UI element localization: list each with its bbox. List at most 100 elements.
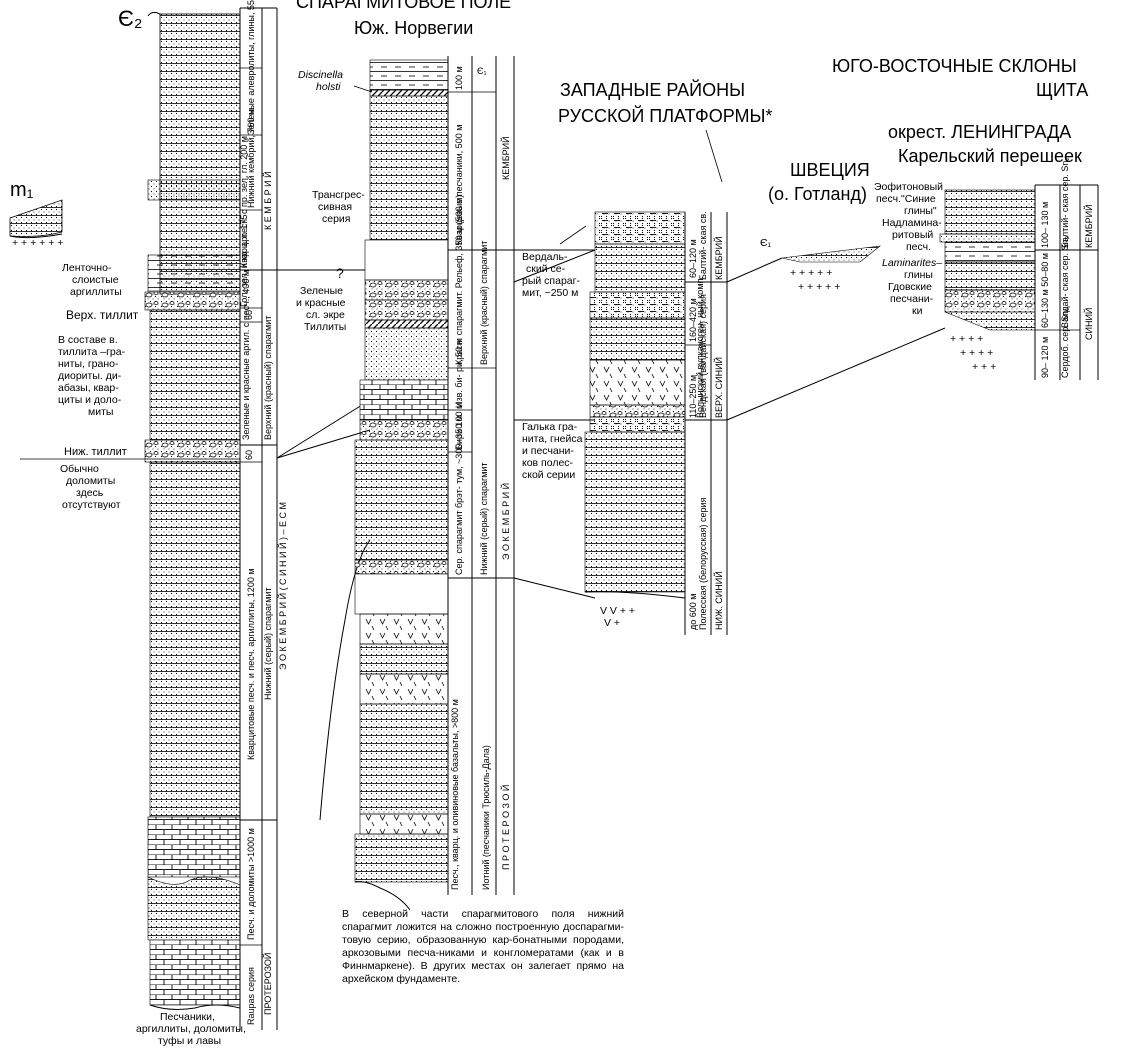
- col-len-1: 100– 130 м: [1040, 202, 1050, 248]
- col-norway-10: Нижний (серый) спарагмит: [479, 462, 489, 575]
- col-left-7: Верхний (красный) спарагмит: [263, 316, 273, 440]
- svg-text:+ + + + +: + + + + +: [798, 281, 840, 293]
- label-trans-3: серия: [322, 213, 350, 225]
- col-len-2: Балтий- ская сер. Sn₂: [1060, 157, 1070, 248]
- label-verd-3: рый спараг-: [522, 275, 580, 287]
- col-left-11: Песч. и доломиты >1000 м: [246, 828, 256, 940]
- col-left-9: Кварцитовые песч. и песч. аргиллиты, 120…: [246, 568, 256, 760]
- label-green-4: Тиллиты: [304, 321, 346, 333]
- col-norway-4: Изв. би- ри, 50 м: [454, 338, 464, 408]
- col-platform-6: Волынский вулканоген- ный комп.: [695, 276, 705, 418]
- label-bottom-3: туфы и лавы: [158, 1035, 221, 1047]
- title-len-2: Карельский перешеек: [898, 146, 1082, 166]
- biri-limestone: [360, 380, 448, 420]
- norway-column: СПАРАГМИТОВОЕ ПОЛЕ Юж. Норвегии ? 10: [296, 0, 514, 910]
- col-platform-8: Полесская (белорусская) серия: [698, 497, 708, 630]
- svg-text:V +: V +: [604, 617, 620, 629]
- svg-text:+ + + + +: + + + + +: [790, 267, 832, 279]
- left-column: Є₂ m₁ + + + + + + Зеленые алевролиты, гл…: [10, 0, 288, 1047]
- col-platform-7: до 600 м: [688, 594, 698, 630]
- title-platform-1: ЗАПАДНЫЕ РАЙОНЫ: [560, 79, 745, 100]
- label-dol-2: доломиты: [66, 475, 115, 487]
- label-lam-1: Laminarites–: [882, 257, 942, 269]
- col-norway-9: Верхний (красный) спарагмит: [479, 241, 489, 365]
- label-pebble-4: ков полес-: [522, 457, 574, 469]
- label-comp-6: циты и доло-: [58, 394, 122, 406]
- col-platform-1: 60–120 м: [688, 239, 698, 278]
- platform-column: ЗАПАДНЫЕ РАЙОНЫ РУССКОЙ ПЛАТФОРМЫ* V V +…: [522, 79, 772, 635]
- leningrad-column: ЮГО-ВОСТОЧНЫЕ СКЛОНЫ ЩИТА окрест. ЛЕНИНГ…: [832, 56, 1098, 380]
- label-pebble-2: нита, гнейса: [522, 433, 583, 445]
- col-left-13: К Е М Б Р И Й: [262, 171, 273, 230]
- title-norway-1: СПАРАГМИТОВОЕ ПОЛЕ: [296, 0, 511, 12]
- label-gdov-2: песчани-: [890, 293, 934, 305]
- label-dol-3: здесь: [76, 487, 104, 499]
- svg-text:+ + + +: + + + +: [950, 333, 983, 345]
- label-gdov-1: Гдовские: [888, 281, 932, 293]
- quartzite-layer: [150, 462, 240, 817]
- label-bottom-2: аргиллиты, доломиты,: [136, 1023, 246, 1035]
- label-comp-4: диориты. ди-: [58, 370, 122, 382]
- label-green-2: и красные: [296, 297, 346, 309]
- label-eo-1: Эофитоновый: [874, 181, 943, 193]
- m1-column: [10, 200, 62, 237]
- label-trans-1: Трансгрес-: [312, 189, 365, 201]
- col-len-7: КЕМБРИЙ: [1083, 204, 1094, 248]
- label-nad-3: песч.: [906, 241, 931, 253]
- cambrian-1-symbol-norway: Є₁: [477, 66, 487, 76]
- title-se-1: ЮГО-ВОСТОЧНЫЕ СКЛОНЫ: [832, 56, 1077, 76]
- col-left-6: Зеленые и красные аргил. с песч., 400 м: [241, 270, 251, 440]
- dolomite-layer: [148, 817, 240, 877]
- footnote-text: В северной части спарагмитового поля ниж…: [342, 908, 624, 986]
- col-left-8: 60: [244, 450, 254, 460]
- title-len-1: окрест. ЛЕНИНГРАДА: [888, 122, 1071, 142]
- label-green-1: Зеленые: [300, 285, 343, 297]
- m1-symbol: m₁: [10, 179, 34, 201]
- question-mark: ?: [336, 265, 344, 281]
- label-ribbon-2: слоистые: [72, 274, 119, 286]
- col-platform-10: ВЕРХ. СИНИЙ: [713, 357, 724, 418]
- col-norway-7: Песч., кварц. и оливиновые базальты, >80…: [450, 699, 460, 890]
- label-eo-2: песч."Синие: [876, 193, 936, 205]
- col-left-10: Нижний (серый) спарагмит: [263, 587, 273, 700]
- label-comp-5: абазы, квар-: [58, 382, 119, 394]
- label-trans-2: сивная: [318, 201, 352, 213]
- col-left-15: ПРОТЕРОЗОЙ: [262, 953, 273, 1015]
- label-comp-7: миты: [88, 406, 113, 418]
- label-comp-1: В составе в.: [58, 334, 118, 346]
- label-green-3: сл. экре: [306, 309, 345, 321]
- cambrian-2-symbol: Є₂: [118, 6, 142, 31]
- title-norway-2: Юж. Норвегии: [354, 18, 473, 38]
- label-bottom-1: Песчаники,: [160, 1011, 215, 1023]
- title-se-2: ЩИТА: [1036, 80, 1088, 100]
- upper-tillite-layer: [145, 292, 240, 310]
- svg-text:V V + +: V V + +: [600, 605, 635, 617]
- label-pebble-1: Галька гра-: [522, 421, 578, 433]
- label-nad-1: Надламина-: [882, 217, 942, 229]
- col-len-5: 90– 120 м: [1040, 337, 1050, 378]
- sweden-section: ШВЕЦИЯ (о. Готланд) Є₁ + + + + + + + + +…: [760, 160, 880, 293]
- col-left-14: Э О К Е М Б Р И Й ( С И Н И Й ) – Е С М: [277, 502, 288, 670]
- label-eo-3: глины": [904, 205, 937, 217]
- label-discinella-1: Discinella: [298, 69, 343, 81]
- label-pebble-3: и песчани-: [522, 445, 574, 457]
- col-norway-11: Э О К Е М Б Р И Й: [500, 483, 511, 560]
- col-len-6: Сердоб. сер. Sn₁: [1060, 308, 1070, 378]
- basalts-1: [360, 614, 448, 644]
- col-norway-8: Иотний (песчаники Трюсиль-Дала): [481, 745, 491, 890]
- label-dol-4: отсутствуют: [62, 499, 121, 511]
- col-len-8: СИНИЙ: [1083, 308, 1094, 340]
- volyn-volcanics: [590, 360, 685, 405]
- label-verd-1: Вердаль-: [522, 251, 568, 263]
- label-ribbon-1: Ленточно-: [62, 262, 112, 274]
- col-platform-2: Балтий- ская св.: [698, 211, 708, 280]
- svg-text:+ + +: + + +: [972, 361, 996, 373]
- col-platform-11: НИЖ. СИНИЙ: [713, 571, 724, 630]
- label-comp-3: ниты, грано-: [58, 358, 119, 370]
- label-gdov-3: ки: [912, 305, 923, 317]
- title-sweden-2: (о. Готланд): [768, 184, 867, 204]
- label-ribbon-3: аргиллиты: [70, 286, 122, 298]
- label-nad-2: ритовый: [892, 229, 933, 241]
